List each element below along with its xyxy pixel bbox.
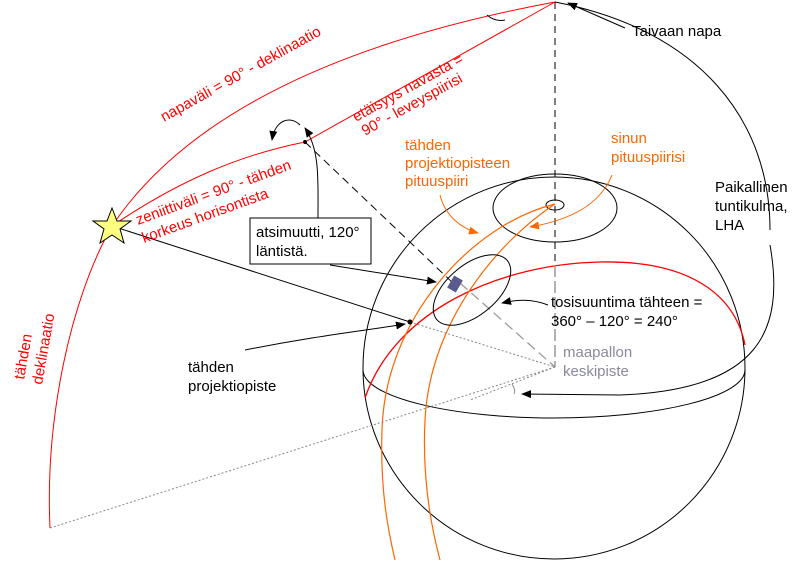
- gp-meridian-label-1: tähden: [405, 137, 451, 154]
- star-icon: [91, 206, 133, 245]
- observer-meridian: [423, 203, 556, 561]
- lha-arc-top: [554, 1, 771, 231]
- gp-to-center: [409, 321, 556, 368]
- true-bearing-label-2: 360° – 120° = 240°: [551, 313, 678, 330]
- zenith-dashed-line: [304, 141, 456, 286]
- observer-icon: [447, 275, 463, 293]
- declination-base: [49, 366, 556, 529]
- earth-center-label-2: keskipiste: [563, 363, 629, 380]
- lha-label-2: tuntikulma,: [715, 198, 788, 215]
- earth-center-label-1: maapallon: [563, 344, 632, 361]
- angle-mark: [511, 383, 516, 395]
- polar-distance-arc: [111, 1, 556, 227]
- pole-angle-mark: [486, 14, 506, 21]
- gp-label-2: projektiopiste: [188, 378, 276, 395]
- gp-meridian-label-2: projektiopisteen: [405, 155, 510, 172]
- your-meridian-arrow: [529, 174, 613, 230]
- zenith-arc: [111, 1, 556, 227]
- lha-label-3: LHA: [715, 217, 744, 234]
- azimuth-pointer: [304, 127, 319, 219]
- equator: [362, 369, 746, 419]
- azimuth-label-arrow: [329, 264, 437, 285]
- declination-label-2: deklinaatio: [29, 312, 58, 386]
- zenith-arrow: [269, 119, 301, 141]
- your-meridian-label-1: sinun: [611, 130, 647, 147]
- lha-arc-bottom: [521, 244, 775, 399]
- zenith-point: [303, 140, 307, 144]
- gp-point: [407, 319, 413, 325]
- declination-arc: [48, 225, 113, 529]
- polar-distance-label: napaväli = 90° - deklinaatio: [158, 23, 324, 125]
- true-bearing-label-1: tosisuuntima tähteen =: [551, 294, 703, 311]
- bearing-arrow: [501, 297, 549, 306]
- gp-meridian-arrow: [439, 194, 479, 235]
- gp-meridian: [381, 203, 556, 561]
- azimuth-label-1: atsimuutti, 120°: [256, 224, 360, 241]
- observer-parallel: [364, 261, 746, 399]
- star-ray: [111, 225, 411, 323]
- azimuth-ellipse: [432, 254, 512, 326]
- gp-arrow: [244, 321, 406, 351]
- observer-to-center: [459, 282, 556, 368]
- gp-label-1: tähden: [188, 359, 234, 376]
- azimuth-label-2: läntistä.: [256, 243, 308, 260]
- center-to-equator: [469, 366, 556, 401]
- earth-sphere: [362, 176, 746, 560]
- gp-meridian-label-3: pituuspiiri: [405, 173, 468, 190]
- azimuth-box: [249, 217, 372, 265]
- your-meridian-label-2: pituuspiirisi: [611, 149, 685, 166]
- lha-label-1: Paikallinen: [715, 179, 788, 196]
- celestial-pole-label: Taivaan napa: [632, 23, 722, 40]
